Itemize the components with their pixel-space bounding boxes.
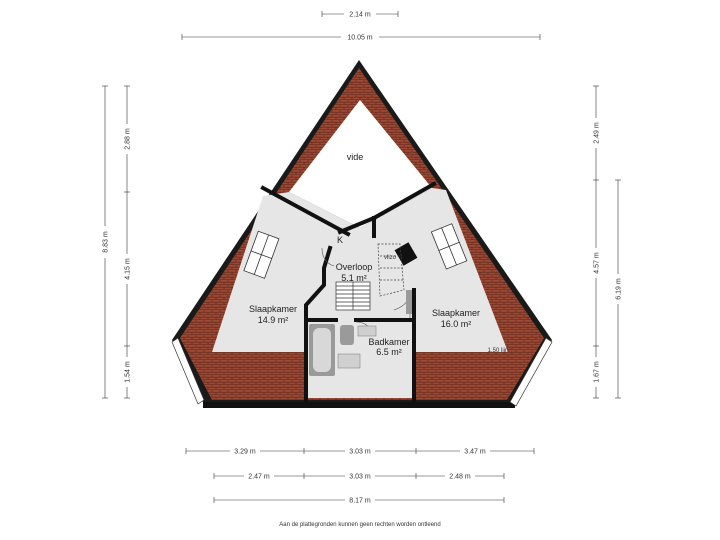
dim-right-top: 2.49 m — [594, 122, 601, 144]
label-overloop-name: Overloop — [336, 262, 373, 272]
side-window-left — [171, 337, 205, 405]
dim-bottom-row1-mid: 3.03 m — [349, 449, 371, 456]
roof-windows — [243, 223, 468, 279]
staircase — [335, 281, 371, 311]
label-overloop-area: 5.1 m² — [341, 273, 367, 283]
label-k: K — [337, 235, 343, 245]
label-vlizo: vlizo — [384, 255, 397, 261]
washbasin — [357, 325, 377, 337]
side-windows — [171, 337, 553, 407]
heater — [406, 290, 412, 314]
label-badkamer-area: 6.5 m² — [376, 347, 402, 357]
label-slaapkamer-left-area: 14.9 m² — [258, 315, 289, 325]
dim-left-top: 2.88 m — [125, 128, 132, 150]
dim-left-mid: 4.15 m — [125, 258, 132, 280]
vide-opening — [289, 100, 432, 228]
dim-bottom-row2-right: 2.48 m — [449, 474, 471, 481]
label-lijn: 1.50 lijn — [488, 348, 509, 354]
dim-right-total: 6.19 m — [616, 278, 623, 300]
dim-bottom-total: 8.17 m — [349, 498, 371, 505]
dim-right-bottom: 1.67 m — [594, 361, 601, 383]
walls — [203, 181, 515, 408]
toilet — [340, 325, 354, 345]
side-window-right — [509, 337, 553, 407]
room-labels: vide K vlizo Overloop 5.1 m² Slaapkamer … — [249, 152, 508, 357]
label-slaapkamer-right-name: Slaapkamer — [432, 308, 480, 318]
dim-bottom-row2-left: 2.47 m — [248, 474, 270, 481]
wall-vide-right — [371, 181, 437, 221]
dim-right-mid: 4.57 m — [594, 252, 601, 274]
dim-top-inner: 2.14 m — [349, 12, 371, 19]
roof-window-right — [430, 223, 468, 270]
label-slaapkamer-left-name: Slaapkamer — [249, 304, 297, 314]
disclaimer-text: Aan de plattegronden kunnen geen rechten… — [279, 522, 441, 528]
dim-left-total: 8.83 m — [103, 231, 110, 253]
roof-window-left — [243, 230, 280, 279]
vlizo-stairs — [377, 243, 405, 297]
dim-bottom-row1-right: 3.47 m — [464, 449, 486, 456]
wall-vide-left — [260, 185, 351, 237]
label-badkamer-name: Badkamer — [368, 337, 409, 347]
dim-top-total: 10.05 m — [347, 35, 372, 42]
wall-landing-left — [304, 245, 333, 402]
dimension-labels: 2.14 m 10.05 m 8.83 m 2.88 m 4.15 m 1.54… — [100, 9, 623, 505]
dim-bottom-row1-left: 3.29 m — [234, 449, 256, 456]
bathroom-fixtures — [309, 290, 412, 376]
wall-vide-bottom — [337, 215, 377, 235]
dim-bottom-row2-mid: 3.03 m — [349, 474, 371, 481]
dim-left-bottom: 1.54 m — [125, 361, 132, 383]
roof-structure — [172, 60, 552, 408]
label-slaapkamer-right-area: 16.0 m² — [441, 319, 472, 329]
label-vide: vide — [347, 152, 364, 162]
floor-area — [212, 188, 508, 352]
sink — [337, 353, 361, 369]
